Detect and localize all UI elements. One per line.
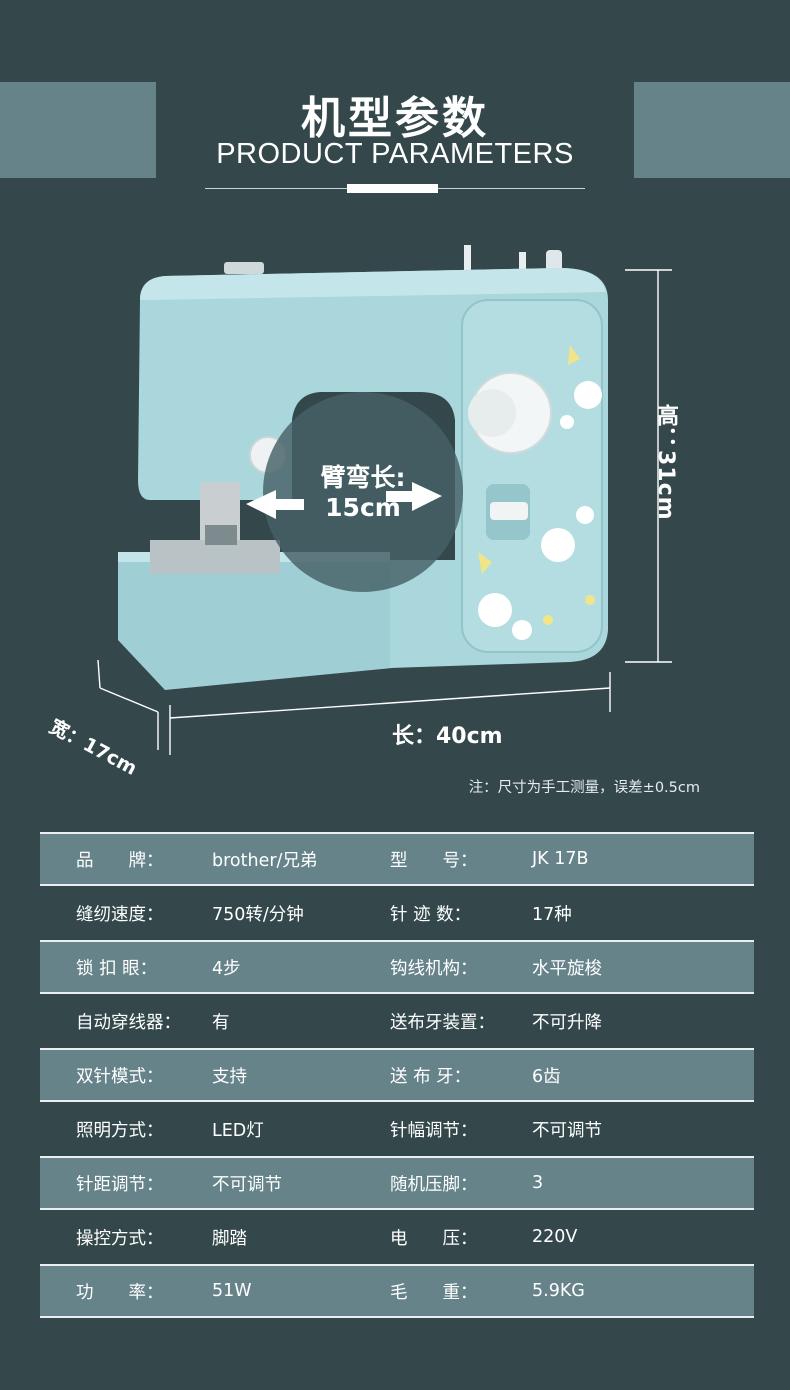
spec-label: 钩线机构： [390,958,478,979]
arm-length-arrow [246,482,442,519]
header-side-block-left [0,82,156,178]
spec-label: 针幅调节： [390,1120,478,1141]
sewing-machine-image [97,245,672,755]
spec-label: 操控方式： [76,1228,164,1249]
page-title: 机型参数 [301,93,489,144]
spec-row: 针距调节： 不可调节 随机压脚： 3 [40,1156,754,1210]
spec-label: 缝纫速度： [76,904,164,925]
spec-label: 针 迹 数： [390,904,472,925]
spec-value: 不可升降 [532,1012,602,1033]
spec-label: 照明方式： [76,1120,164,1141]
spec-label: 电 压： [390,1228,478,1249]
spec-row: 自动穿线器： 有 送布牙装置： 不可升降 [40,994,754,1048]
spec-value: 220V [532,1227,578,1247]
spec-row: 锁 扣 眼： 4步 钩线机构： 水平旋梭 [40,940,754,994]
spec-label: 型 号： [390,850,478,871]
spec-label: 品 牌： [76,850,164,871]
spec-value: 水平旋梭 [532,958,602,979]
spec-value: 6齿 [532,1066,561,1087]
arm-length-title: 臂弯长: [320,463,406,492]
spec-value: brother/兄弟 [212,850,318,871]
spec-value: 3 [532,1173,544,1193]
header-side-block-right [634,82,790,178]
spec-value: 有 [212,1012,230,1033]
spec-label: 锁 扣 眼： [76,958,158,979]
spec-label: 随机压脚： [390,1174,478,1195]
spec-value: JK 17B [532,849,589,869]
page-subtitle: PRODUCT PARAMETERS [216,138,574,170]
spec-row: 操控方式： 脚踏 电 压： 220V [40,1210,754,1264]
title-underline-bar [347,184,438,193]
spec-label: 送布牙装置： [390,1012,495,1033]
spec-row: 照明方式： LED灯 针幅调节： 不可调节 [40,1102,754,1156]
length-dimension: 长：40cm [392,724,503,749]
spec-table: 品 牌： brother/兄弟 型 号： JK 17B 缝纫速度： 750转/分钟 针 迹 … [40,832,754,1318]
spec-label: 毛 重： [390,1282,478,1303]
spec-label: 针距调节： [76,1174,164,1195]
spec-label: 双针模式： [76,1066,164,1087]
spec-label: 功 率： [76,1282,164,1303]
spec-value: 5.9KG [532,1281,585,1301]
spec-value: 17种 [532,904,572,925]
height-dimension: 高：31cm [653,404,678,521]
measurement-note: 注：尺寸为手工测量，误差±0.5cm [468,780,700,796]
spec-label: 自动穿线器： [76,1012,181,1033]
spec-value: 支持 [212,1066,247,1087]
spec-row: 功 率： 51W 毛 重： 5.9KG [40,1264,754,1318]
spec-row: 品 牌： brother/兄弟 型 号： JK 17B [40,832,754,886]
spec-label: 送 布 牙： [390,1066,472,1087]
spec-value: 750转/分钟 [212,904,304,925]
spec-row: 缝纫速度： 750转/分钟 针 迹 数： 17种 [40,886,754,940]
spec-row: 双针模式： 支持 送 布 牙： 6齿 [40,1048,754,1102]
spec-value: 4步 [212,958,241,979]
spec-value: 不可调节 [532,1120,602,1141]
spec-value: 脚踏 [212,1228,247,1249]
spec-value: 不可调节 [212,1174,282,1195]
spec-value: LED灯 [212,1120,264,1141]
spec-value: 51W [212,1281,252,1301]
